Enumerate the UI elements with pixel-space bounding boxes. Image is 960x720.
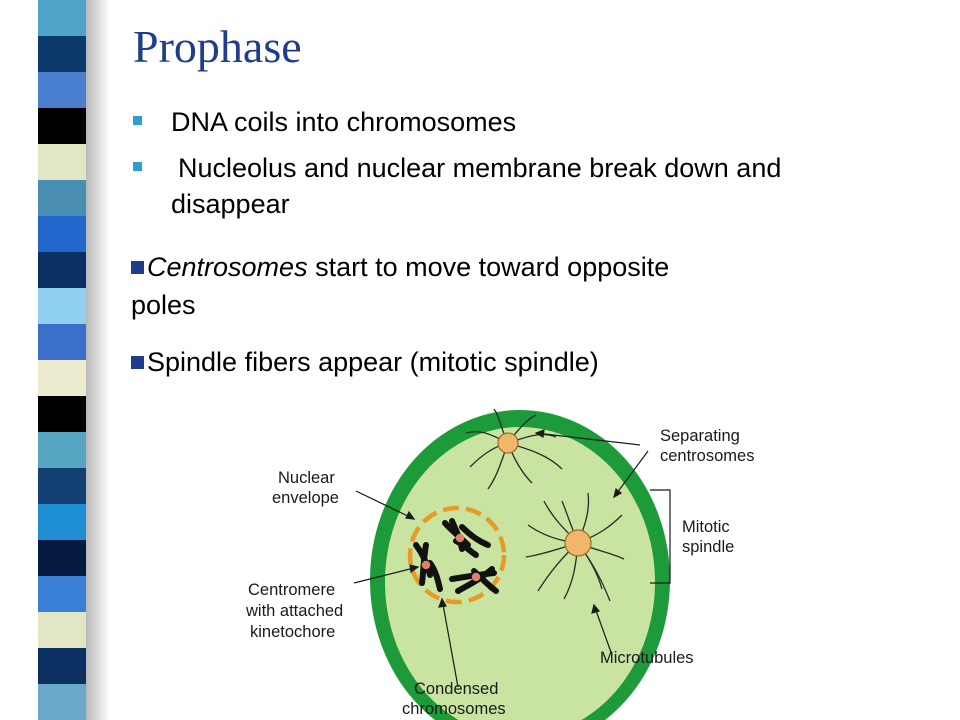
stripe-block: [38, 396, 86, 432]
sub-bullet-nucleolus: Nucleolus and nuclear membrane break dow…: [133, 150, 933, 222]
label-centromere: Centromere: [248, 581, 335, 599]
prophase-cell-diagram: Separating centrosomes Nuclear envelope …: [245, 408, 754, 720]
label-nuclear-envelope: Nuclear: [278, 469, 335, 487]
label-nuclear-envelope-2: envelope: [272, 489, 339, 507]
main-bullet-text: start to move toward opposite: [307, 252, 670, 282]
stripe-block: [38, 648, 86, 684]
stripe-block: [38, 504, 86, 540]
label-condensed-chromosomes: Condensed: [414, 680, 498, 698]
label-centromere-2: with attached: [245, 602, 343, 620]
cytoplasm: [385, 427, 655, 720]
square-bullet-icon: [131, 261, 144, 274]
stripe-block: [38, 684, 86, 720]
decorative-side-stripe: [0, 0, 86, 720]
main-bullet-centrosomes: Centrosomes start to move toward opposit…: [131, 248, 669, 324]
label-separating-centrosomes: Separating: [660, 427, 740, 445]
centrosome-right: [564, 529, 592, 557]
sub-bullet-text: Nucleolus and nuclear membrane break dow…: [178, 153, 782, 183]
label-centromere-3: kinetochore: [250, 623, 335, 641]
label-microtubules: Microtubules: [600, 649, 694, 667]
centrosome-top: [497, 432, 519, 454]
nuclear-envelope: [407, 505, 507, 605]
sub-bullet-dna: DNA coils into chromosomes: [133, 104, 933, 140]
centrosomes-italic: Centrosomes: [147, 252, 308, 282]
stripe-block: [38, 324, 86, 360]
square-bullet-icon: [133, 162, 142, 171]
main-bullet-text: Spindle fibers appear (mitotic spindle): [147, 347, 599, 377]
label-pointers: [353, 429, 649, 688]
mitotic-spindle-bracket: [650, 489, 671, 584]
stripe-block: [38, 540, 86, 576]
label-mitotic-spindle-2: spindle: [682, 538, 734, 556]
label-condensed-chromosomes-2: chromosomes: [402, 700, 506, 718]
main-bullet-text-continued: poles: [131, 290, 196, 320]
slide-title: Prophase: [133, 21, 302, 72]
stripe-block: [38, 288, 86, 324]
stripe-block: [38, 36, 86, 72]
stripe-block: [38, 108, 86, 144]
stripe-block: [38, 216, 86, 252]
stripe-margin: [0, 0, 38, 720]
stripe-block: [38, 180, 86, 216]
stripe-block: [38, 0, 86, 36]
stripe-block: [38, 252, 86, 288]
stripe-shadow: [86, 0, 110, 720]
condensed-chromosomes: [413, 518, 499, 594]
sub-bullet-text-continued: disappear: [171, 189, 290, 219]
stripe-block: [38, 612, 86, 648]
stripe-block: [38, 468, 86, 504]
stripe-block: [38, 432, 86, 468]
stripe-block: [38, 576, 86, 612]
kinetochores: [421, 533, 481, 582]
square-bullet-icon: [133, 116, 142, 125]
square-bullet-icon: [131, 356, 144, 369]
stripe-block: [38, 360, 86, 396]
label-separating-centrosomes-2: centrosomes: [660, 447, 754, 465]
sub-bullet-text: DNA coils into chromosomes: [171, 107, 517, 137]
stripe-block: [38, 144, 86, 180]
main-bullet-spindle: Spindle fibers appear (mitotic spindle): [131, 343, 599, 381]
label-mitotic-spindle: Mitotic: [682, 518, 730, 536]
stripe-block: [38, 72, 86, 108]
